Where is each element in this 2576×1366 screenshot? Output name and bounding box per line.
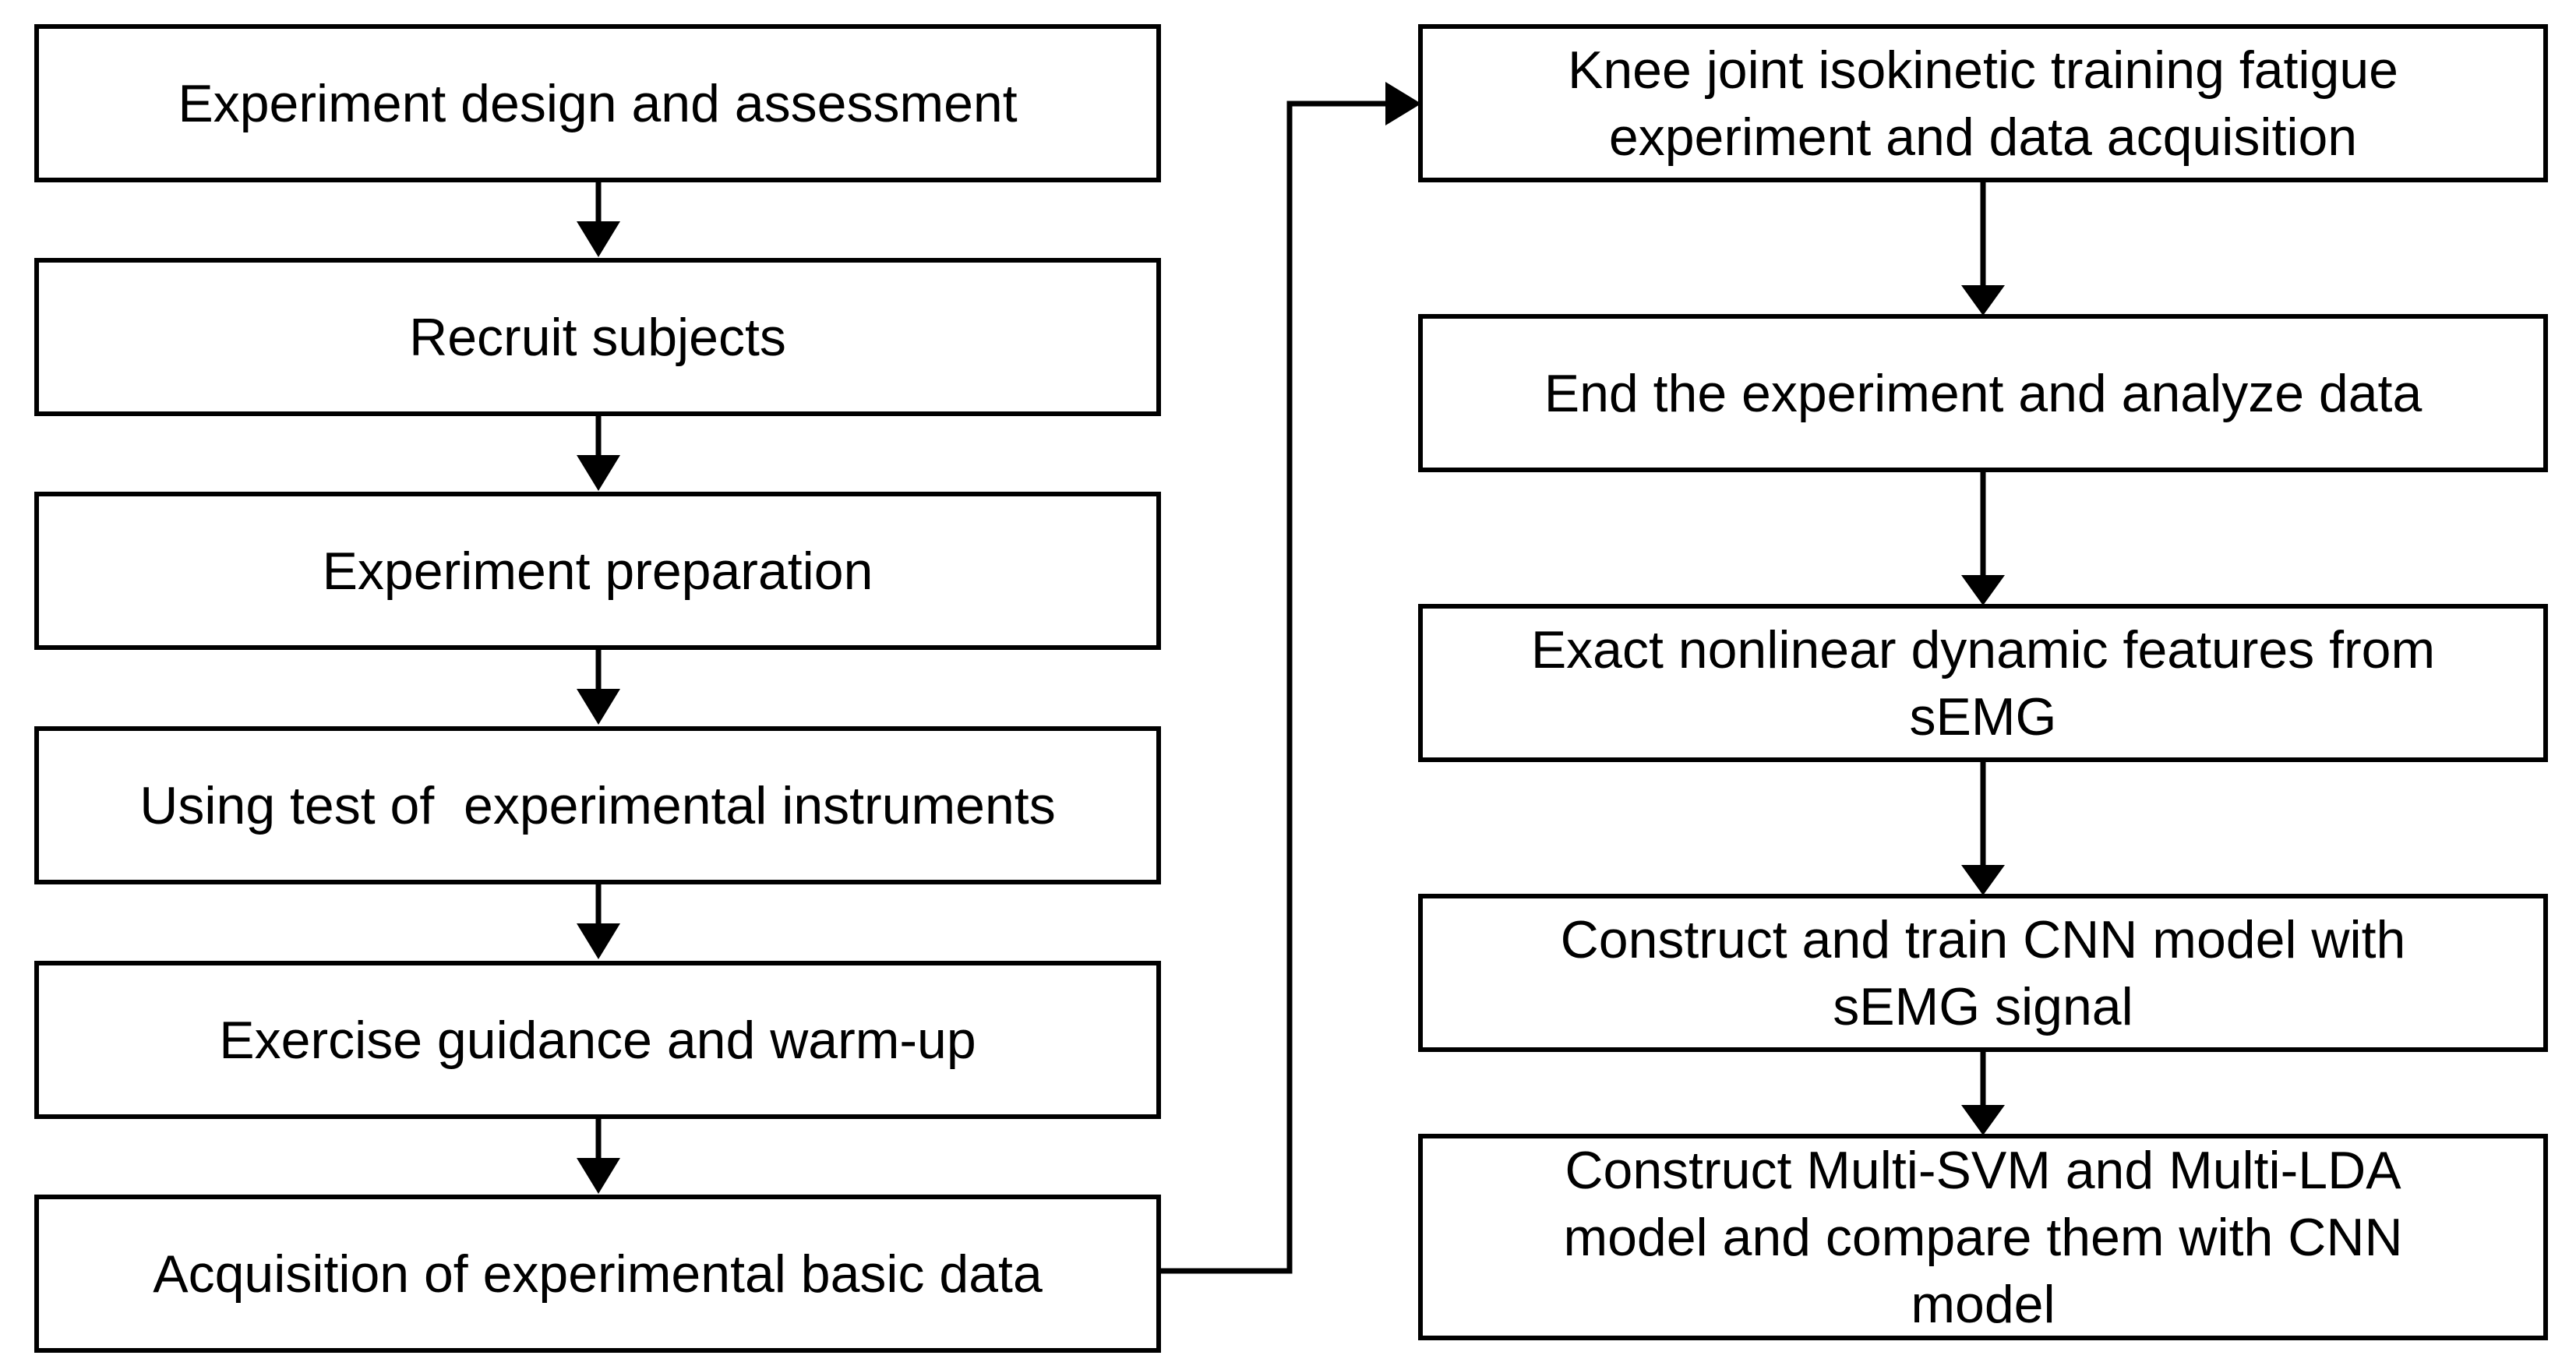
step-label: Exercise guidance and warm-up (219, 1010, 976, 1070)
arrowhead-right-4 (1961, 1105, 2005, 1135)
step-compare-models: Construct Multi-SVM and Multi-LDA model … (1418, 1134, 2548, 1340)
arrowhead-connector (1385, 82, 1421, 125)
arrowhead-left-3 (577, 689, 620, 725)
step-label: Experiment design and assessment (178, 73, 1018, 133)
step-label: Construct and train CNN model with sEMG … (1560, 909, 2406, 1036)
arrowhead-right-1 (1961, 285, 2005, 316)
step-fatigue-experiment: Knee joint isokinetic training fatigue e… (1418, 24, 2548, 182)
arrowhead-right-2 (1961, 575, 2005, 605)
connector-left-to-right (1159, 101, 1387, 1274)
step-instrument-test: Using test of experimental instruments (34, 726, 1161, 884)
step-label: Acquisition of experimental basic data (153, 1244, 1043, 1304)
step-label: Knee joint isokinetic training fatigue e… (1568, 40, 2398, 167)
step-label: Recruit subjects (409, 307, 786, 367)
arrowhead-left-5 (577, 1158, 620, 1194)
arrowhead-right-3 (1961, 865, 2005, 895)
step-label: Construct Multi-SVM and Multi-LDA model … (1563, 1140, 2403, 1334)
step-extract-features: Exact nonlinear dynamic features from sE… (1418, 604, 2548, 762)
step-label: Experiment preparation (322, 541, 873, 601)
step-basic-data-acquisition: Acquisition of experimental basic data (34, 1195, 1161, 1353)
step-experiment-preparation: Experiment preparation (34, 492, 1161, 650)
step-experiment-design: Experiment design and assessment (34, 24, 1161, 182)
step-label: End the experiment and analyze data (1544, 363, 2422, 423)
step-exercise-guidance: Exercise guidance and warm-up (34, 961, 1161, 1119)
step-train-cnn: Construct and train CNN model with sEMG … (1418, 894, 2548, 1052)
step-label: Using test of experimental instruments (139, 775, 1056, 835)
step-recruit-subjects: Recruit subjects (34, 258, 1161, 416)
step-end-and-analyze: End the experiment and analyze data (1418, 314, 2548, 472)
arrowhead-left-4 (577, 923, 620, 959)
arrowhead-left-2 (577, 455, 620, 491)
arrowhead-left-1 (577, 221, 620, 257)
step-label: Exact nonlinear dynamic features from sE… (1530, 619, 2436, 747)
